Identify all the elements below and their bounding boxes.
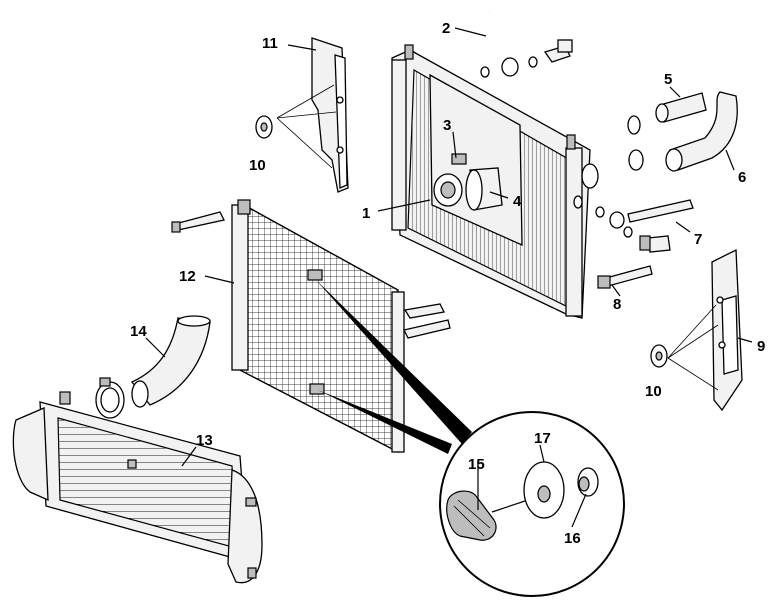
callout-13: 13 <box>196 432 213 449</box>
condenser-12 <box>171 199 472 454</box>
intercooler-13 <box>12 391 263 584</box>
callout-4: 4 <box>513 193 522 210</box>
callout-17: 17 <box>534 430 551 447</box>
stud-8 <box>597 265 653 289</box>
callout-2: 2 <box>442 20 450 37</box>
callout-10-left: 10 <box>249 157 266 174</box>
hose-2 <box>480 10 573 78</box>
nut-16 <box>577 467 599 497</box>
callout-14: 14 <box>130 323 147 340</box>
callout-labels: 1 2 3 4 5 6 7 8 9 10 10 11 12 13 14 15 1… <box>130 20 765 547</box>
callout-8: 8 <box>613 296 621 313</box>
callout-11: 11 <box>262 35 278 52</box>
bolt-7 <box>595 199 694 253</box>
callout-10-right: 10 <box>645 383 662 400</box>
callout-6: 6 <box>738 169 746 186</box>
callout-15: 15 <box>468 456 485 473</box>
callout-1: 1 <box>362 205 370 222</box>
callout-9: 9 <box>757 338 765 355</box>
callout-5: 5 <box>664 71 672 88</box>
bracket-9 <box>667 248 743 412</box>
callout-16: 16 <box>564 530 581 547</box>
detail-inset <box>439 411 625 597</box>
hose-14 <box>130 315 211 408</box>
hose-5 <box>627 92 707 135</box>
disc-17 <box>523 461 565 519</box>
grommet-10-right <box>650 344 668 368</box>
hose-6 <box>628 91 738 172</box>
radiator-1 <box>391 44 599 319</box>
callout-12: 12 <box>179 268 196 285</box>
callout-7: 7 <box>694 231 702 248</box>
bracket-11 <box>276 37 349 193</box>
callout-3: 3 <box>443 117 451 134</box>
leader-lines <box>145 27 753 528</box>
clamp-14 <box>95 377 125 419</box>
grommet-10-left <box>255 115 273 139</box>
